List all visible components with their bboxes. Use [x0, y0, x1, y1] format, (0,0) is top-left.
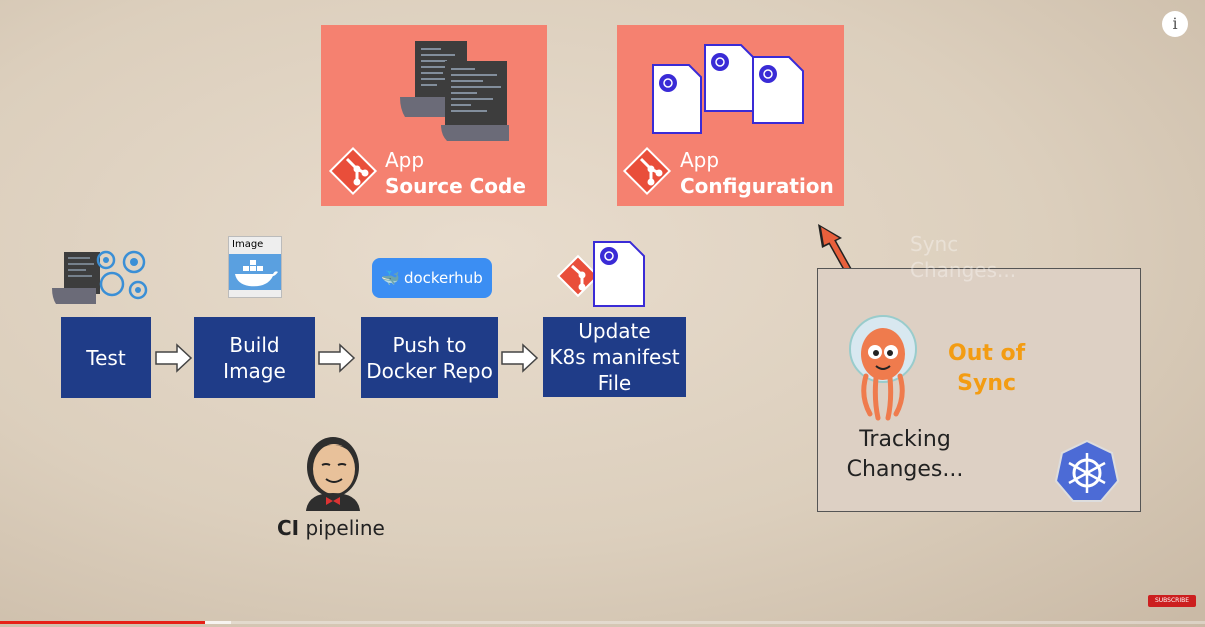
git-icon	[328, 146, 378, 196]
tracking-line1: Tracking	[859, 427, 951, 452]
sync-status-line2: Sync	[957, 371, 1017, 396]
arrow-right-icon	[501, 343, 539, 373]
step-build-label: Build Image	[223, 332, 286, 383]
sync-status-line1: Out of	[948, 341, 1026, 366]
step-build-image: Build Image	[194, 317, 315, 398]
source-repo-label: App Source Code	[385, 147, 526, 199]
kubernetes-icon	[1054, 439, 1120, 502]
subscribe-label[interactable]: SUBSCRIBE	[1154, 597, 1190, 604]
step-test-label: Test	[86, 345, 126, 370]
k8s-manifest-files-icon	[652, 44, 804, 134]
config-repo: App Configuration	[617, 25, 844, 206]
video-progress-track[interactable]	[0, 621, 1205, 624]
argocd-panel: Sync Changes... Out of Sync Tracking Cha…	[817, 232, 1141, 512]
code-files-icon	[400, 41, 509, 141]
test-gears-icon	[52, 250, 148, 304]
info-button[interactable]: i	[1162, 11, 1188, 37]
source-repo-line1: App	[385, 148, 425, 172]
sync-status: Out of Sync	[948, 339, 1025, 399]
dockerhub-label: dockerhub	[403, 269, 483, 287]
dockerhub-whale-icon: 🐳	[381, 269, 400, 287]
arrow-right-icon	[155, 343, 193, 373]
step-push-docker: Push to Docker Repo	[361, 317, 498, 398]
config-repo-line1: App	[680, 148, 720, 172]
step-update-manifest: Update K8s manifest File	[543, 317, 686, 397]
step-push-label: Push to Docker Repo	[366, 332, 493, 383]
ghost-sync-text: Sync Changes...	[910, 231, 1016, 283]
ci-label-bold: CI	[277, 516, 300, 540]
subscribe-button[interactable]: SUBSCRIBE	[1148, 595, 1196, 607]
git-icon	[622, 146, 672, 196]
config-repo-line2: Configuration	[680, 174, 834, 198]
jenkins-icon	[306, 437, 360, 511]
step-test: Test	[61, 317, 151, 398]
step-update-label: Update K8s manifest File	[549, 319, 680, 395]
docker-image-card: Image	[228, 236, 282, 298]
arrow-right-icon	[318, 343, 356, 373]
docker-image-label: Image	[232, 239, 264, 250]
tracking-text: Tracking Changes...	[840, 425, 970, 485]
video-progress-played[interactable]	[0, 621, 205, 624]
git-manifest-icon	[556, 241, 645, 307]
ghost-line1: Sync	[910, 232, 959, 256]
ghost-line2: Changes...	[910, 258, 1017, 282]
source-code-repo: App Source Code	[321, 25, 547, 206]
source-repo-line2: Source Code	[385, 174, 526, 198]
docker-whale-icon	[229, 254, 281, 290]
config-repo-label: App Configuration	[680, 147, 834, 199]
dockerhub-logo: 🐳 dockerhub	[372, 258, 492, 298]
ci-pipeline-label: CI pipeline	[277, 516, 385, 540]
tracking-line2: Changes...	[846, 457, 964, 482]
video-progress-buffered	[205, 621, 231, 624]
ci-label-rest: pipeline	[299, 516, 385, 540]
argocd-octopus-icon	[849, 315, 917, 421]
